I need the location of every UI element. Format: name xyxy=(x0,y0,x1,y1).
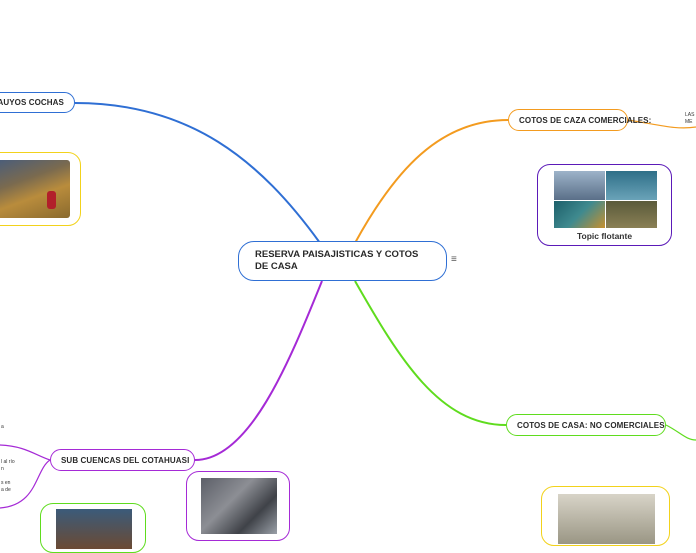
left-branch-text-line: s en xyxy=(1,480,11,486)
left-branch-text-line xyxy=(1,438,15,445)
connector-purple-left-a xyxy=(0,444,51,461)
floating-topic[interactable]: Topic flotante xyxy=(537,164,672,246)
left-branch-text-line: a de xyxy=(1,487,11,493)
hiker-figure xyxy=(47,191,56,209)
left-branch-text: a l al río n s en a de xyxy=(1,424,15,494)
connector-sub-cuencas xyxy=(194,280,323,461)
left-branch-text-line: a xyxy=(1,424,4,430)
bird-photo-4 xyxy=(606,201,657,228)
connector-cotos-no-comerciales xyxy=(354,280,507,426)
topic-auyos-cochas[interactable]: AUYOS COCHAS xyxy=(0,92,75,113)
left-branch-text-line xyxy=(1,452,15,459)
central-topic-title: RESERVA PAISAJISTICAS Y COTOS DE CASA xyxy=(255,249,419,272)
people-photo xyxy=(56,509,132,549)
right-branch-text-line: ME xyxy=(685,119,693,125)
vegetation-photo xyxy=(558,494,655,544)
topic-sub-cuencas-label: SUB CUENCAS DEL COTAHUASI xyxy=(61,455,190,465)
bird-photo-1 xyxy=(554,171,605,200)
floating-topic-caption: Topic flotante xyxy=(576,231,633,241)
right-branch-text-line: LAS xyxy=(685,112,695,118)
left-branch-text-line xyxy=(1,473,15,480)
topic-auyos-cochas-label: AUYOS COCHAS xyxy=(0,98,64,107)
image-topic-people[interactable] xyxy=(40,503,146,553)
topic-cotos-caza-comerciales-label: COTOS DE CAZA COMERCIALES: xyxy=(519,115,652,125)
connector-cotos-comerciales xyxy=(354,119,509,244)
image-topic-vegetation[interactable] xyxy=(541,486,670,546)
topic-sub-cuencas[interactable]: SUB CUENCAS DEL COTAHUASI xyxy=(50,449,195,471)
image-topic-canyon[interactable] xyxy=(186,471,290,541)
topic-cotos-no-comerciales-label: COTOS DE CASA: NO COMERCIALES xyxy=(517,420,665,430)
left-branch-text-line: l al río xyxy=(1,459,15,465)
left-branch-text-line xyxy=(1,445,15,452)
central-topic[interactable]: RESERVA PAISAJISTICAS Y COTOS DE CASA xyxy=(238,241,447,281)
connector-orange-right xyxy=(627,119,696,129)
canyon-photo xyxy=(201,478,277,534)
bird-photo-2 xyxy=(606,171,657,200)
left-branch-text-line xyxy=(1,431,15,438)
right-branch-text: LAS ME xyxy=(685,112,694,126)
mountain-hiker-photo xyxy=(0,160,70,218)
image-topic-hiker[interactable] xyxy=(0,152,81,226)
topic-cotos-no-comerciales[interactable]: COTOS DE CASA: NO COMERCIALES xyxy=(506,414,666,436)
connector-auyos-cochas xyxy=(74,102,321,244)
connector-green-right xyxy=(665,424,696,441)
connector-purple-left-b xyxy=(0,459,51,509)
left-branch-text-line: n xyxy=(1,466,4,472)
bird-photo-3 xyxy=(554,201,605,228)
notes-icon[interactable]: ≡ xyxy=(451,254,457,265)
topic-cotos-caza-comerciales[interactable]: COTOS DE CAZA COMERCIALES: xyxy=(508,109,651,131)
mindmap-connectors xyxy=(0,102,696,509)
